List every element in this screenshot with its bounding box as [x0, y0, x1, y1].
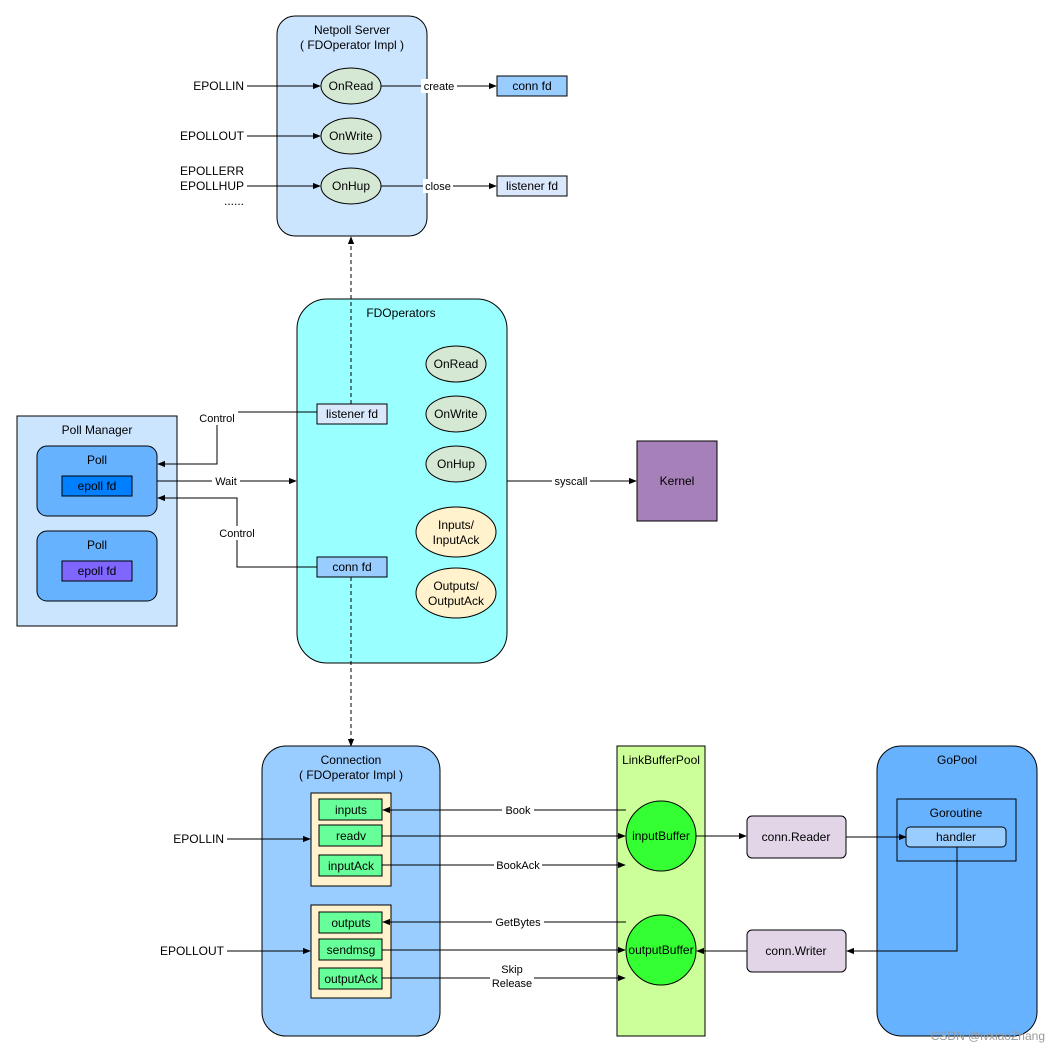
bookack-label-bg	[494, 858, 542, 872]
conn-reader-label: conn.Reader	[762, 830, 831, 844]
fdop-onhup-node	[425, 445, 487, 483]
poll-2-epoll-fd-label: epoll fd	[78, 564, 117, 578]
server-ellipsis-label: ......	[224, 194, 244, 208]
wait-label-bg	[212, 474, 240, 488]
netpoll-server-subtitle: ( FDOperator Impl )	[300, 38, 404, 52]
fdop-inputs-node	[415, 506, 497, 558]
server-listener-fd-label: listener fd	[506, 179, 558, 193]
connection-group: Connection ( FDOperator Impl ) inputs re…	[261, 745, 441, 1037]
syscall-label-bg	[552, 474, 590, 488]
kernel-box	[636, 440, 718, 522]
control-top-arrow	[157, 411, 317, 468]
control-top-label: Control	[199, 413, 234, 425]
server-conn-fd-box	[496, 75, 568, 97]
fdop-inputs-label-line1: Inputs/	[438, 518, 475, 532]
server-onwrite-node	[320, 117, 382, 155]
gopool-title: GoPool	[937, 753, 977, 767]
inputs-op-box	[318, 798, 383, 821]
output-buffer-label: outputBuffer	[628, 943, 693, 957]
fdoperators-title: FDOperators	[366, 306, 435, 320]
outputack-op-label: outputAck	[324, 972, 378, 986]
outputs-op-box	[318, 911, 383, 934]
netpoll-server-title: Netpoll Server	[314, 23, 390, 37]
fdop-listener-fd-box	[316, 403, 388, 425]
release-label: Release	[492, 978, 532, 990]
fdop-onwrite-label: OnWrite	[434, 407, 478, 421]
inputack-op-label: inputAck	[328, 859, 375, 873]
netpoll-server-group: Netpoll Server ( FDOperator Impl ) OnRea…	[180, 15, 568, 237]
wait-label: Wait	[215, 476, 237, 488]
poll-1-title: Poll	[87, 453, 107, 467]
link-buffer-pool-title: LinkBufferPool	[622, 753, 700, 767]
server-onwrite-label: OnWrite	[329, 129, 373, 143]
close-label: close	[425, 181, 451, 193]
create-label: create	[424, 81, 455, 93]
fdop-outputs-label-line1: Outputs/	[433, 579, 479, 593]
fdop-onread-label: OnRead	[434, 357, 479, 371]
control-bottom-label-bg	[216, 526, 258, 540]
bookack-label: BookAck	[496, 860, 540, 872]
connection-title: Connection	[321, 753, 382, 767]
output-buffer-node	[625, 914, 697, 986]
book-label: Book	[505, 805, 531, 817]
handler-to-writer-arrow	[846, 847, 958, 955]
connection-epollout-label: EPOLLOUT	[160, 944, 225, 958]
sendmsg-op-label: sendmsg	[327, 943, 376, 957]
input-buffer-label: inputBuffer	[632, 829, 690, 843]
fdop-outputs-node	[415, 567, 497, 619]
link-buffer-pool-group: LinkBufferPool inputBuffer outputBuffer	[616, 745, 706, 1037]
poll-2-title: Poll	[87, 538, 107, 552]
server-epollout-label: EPOLLOUT	[180, 129, 245, 143]
link-buffer-pool-box	[616, 745, 706, 1037]
poll-manager-title: Poll Manager	[62, 423, 133, 437]
goroutine-label: Goroutine	[930, 806, 983, 820]
skip-release-label-bg	[490, 963, 534, 991]
connection-box	[261, 745, 441, 1037]
fdop-onwrite-node	[425, 395, 487, 433]
inputs-op-label: inputs	[335, 803, 367, 817]
kernel-label: Kernel	[660, 474, 695, 488]
getbytes-label-bg	[492, 915, 544, 929]
server-conn-fd-label: conn fd	[512, 79, 551, 93]
readv-op-label: readv	[336, 829, 366, 843]
server-listener-fd-box	[496, 175, 568, 197]
book-label-bg	[502, 803, 534, 817]
control-top-label-bg	[196, 411, 238, 425]
server-epollerr-label: EPOLLERR	[180, 164, 244, 178]
skip-label: Skip	[501, 964, 522, 976]
fdop-onread-node	[425, 345, 487, 383]
create-label-bg	[421, 79, 457, 93]
control-bottom-label: Control	[219, 528, 254, 540]
poll-manager-group: Poll Manager Poll epoll fd Poll epoll fd	[16, 415, 178, 627]
poll-2-epoll-fd-box	[61, 560, 133, 582]
server-onread-label: OnRead	[329, 79, 374, 93]
close-label-bg	[423, 179, 453, 193]
fdop-onhup-label: OnHup	[437, 457, 475, 471]
poll-1-epoll-fd-box	[61, 475, 133, 497]
server-onhup-label: OnHup	[332, 179, 370, 193]
connection-subtitle: ( FDOperator Impl )	[299, 768, 403, 782]
outputs-op-label: outputs	[331, 916, 370, 930]
fdop-conn-fd-label: conn fd	[332, 560, 371, 574]
syscall-label: syscall	[554, 476, 587, 488]
fdop-outputs-label-line2: OutputAck	[428, 594, 485, 608]
server-epollhup-label: EPOLLHUP	[180, 179, 244, 193]
connection-epollin-label: EPOLLIN	[173, 832, 224, 846]
poll-1-epoll-fd-label: epoll fd	[78, 479, 117, 493]
getbytes-label: GetBytes	[495, 917, 541, 929]
server-epollin-label: EPOLLIN	[193, 79, 244, 93]
fdoperators-group: FDOperators listener fd conn fd OnRead O…	[296, 236, 508, 664]
fdop-listener-fd-label: listener fd	[326, 407, 378, 421]
conn-writer-label: conn.Writer	[765, 944, 826, 958]
watermark-text: CSDN @lvxiaoZhang	[931, 1029, 1045, 1043]
handler-label: handler	[936, 830, 976, 844]
fdop-inputs-label-line2: InputAck	[433, 533, 481, 547]
